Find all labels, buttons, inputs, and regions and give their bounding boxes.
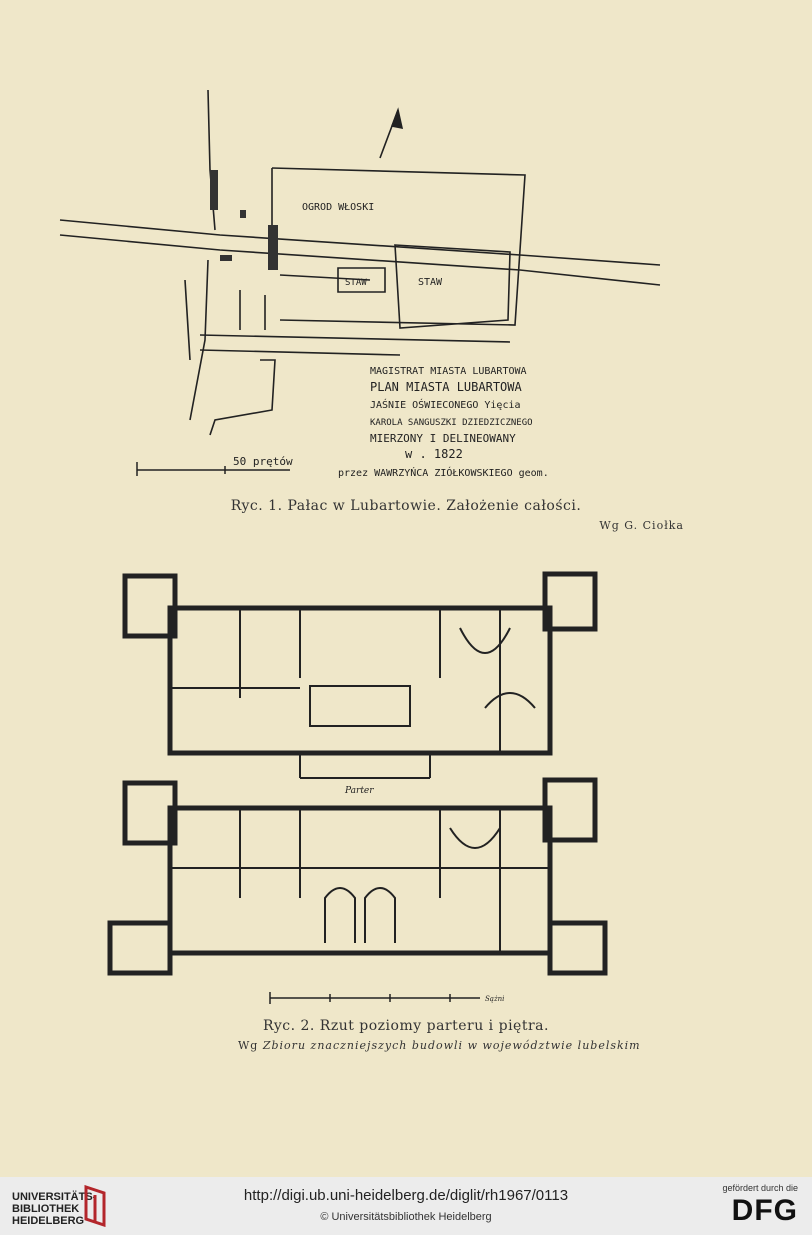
document-url-link[interactable]: http://digi.ub.uni-heidelberg.de/diglit/… [243, 1187, 569, 1204]
inscription-line-2: PLAN MIASTA LUBARTOWA [370, 380, 522, 394]
site-plan-drawing: OGROD WŁOSKI STAW STAW MAGISTRAT MIASTA … [59, 89, 661, 479]
inscription-line-5: MIERZONY I DELINEOWANY [370, 432, 516, 445]
scale-label: 50 prętów [233, 455, 293, 468]
inscription-line-4: KAROLA SANGUSZKI DZIEDZICZNEGO [370, 418, 533, 428]
university-logo-icon [84, 1185, 106, 1227]
credit-title: Zbioru znaczniejszych budowli w wojewódz… [262, 1039, 641, 1052]
floor-plans-drawing: Parter Sążni [107, 571, 608, 1004]
copyright-notice: © Universitätsbibliothek Heidelberg [320, 1211, 492, 1223]
figure-1-credit: Wg G. Ciołka [599, 519, 684, 532]
figure-2-credit: Wg Zbioru znaczniejszych budowli w wojew… [238, 1039, 641, 1052]
funding-note: gefördert durch die [722, 1183, 798, 1193]
institution-line-2: BIBLIOTHEK [12, 1203, 80, 1215]
viewer-footer: UNIVERSITÄTS- BIBLIOTHEK HEIDELBERG http… [0, 1177, 812, 1235]
inscription-line-7: przez WAWRZYŃCA ZIÓŁKOWSKIEGO geom. [338, 466, 549, 479]
inscription-line-6: w . 1822 [405, 447, 463, 461]
middle-label: Parter [344, 786, 374, 796]
institution-line-1: UNIVERSITÄTS- [12, 1191, 97, 1203]
plan-scale-label: Sążni [485, 995, 504, 1003]
inscription-line-1: MAGISTRAT MIASTA LUBARTOWA [370, 366, 527, 377]
university-library-name: UNIVERSITÄTS- BIBLIOTHEK HEIDELBERG [12, 1191, 96, 1227]
small-pond-label: STAW [345, 278, 367, 288]
dfg-logo: DFG [731, 1194, 798, 1227]
garden-label: OGROD WŁOSKI [302, 202, 374, 213]
scanned-page: OGROD WŁOSKI STAW STAW MAGISTRAT MIASTA … [0, 0, 812, 1177]
figure-2-caption: Ryc. 2. Rzut poziomy parteru i piętra. [263, 1018, 549, 1034]
inscription-line-3: JAŚNIE OŚWIECONEGO Yięcia [370, 398, 521, 411]
institution-line-3: HEIDELBERG [12, 1215, 85, 1227]
figure-1-caption: Ryc. 1. Pałac w Lubartowie. Założenie ca… [230, 498, 582, 514]
credit-prefix: Wg [238, 1039, 259, 1052]
large-pond-label: STAW [418, 277, 443, 288]
